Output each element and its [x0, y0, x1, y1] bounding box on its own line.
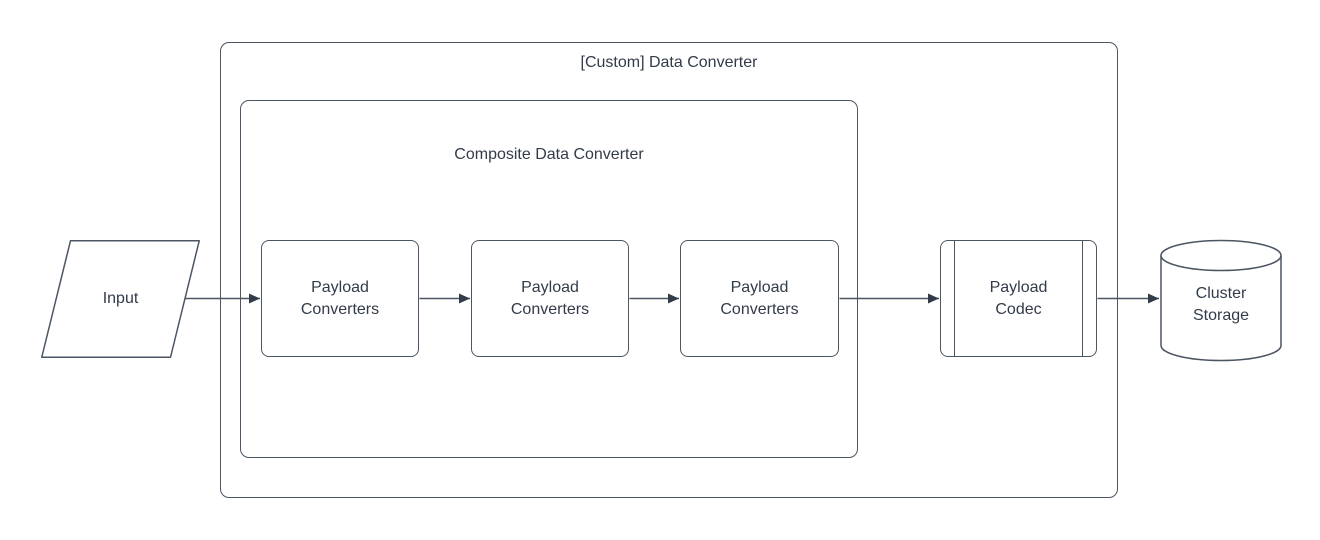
cylinder-shape [1160, 239, 1282, 362]
node-payload-converters-3: Payload Converters [680, 240, 839, 357]
node-payload-codec: Payload Codec [940, 240, 1097, 357]
node-input: Input [41, 240, 200, 358]
node-cluster-storage: Cluster Storage [1160, 239, 1282, 362]
node-payload-converters-1-label: Payload Converters [300, 278, 380, 318]
node-payload-codec-label: Payload Codec [989, 278, 1048, 318]
node-payload-converters-2: Payload Converters [471, 240, 629, 357]
custom-data-converter-container: [Custom] Data Converter [220, 42, 1118, 498]
node-payload-converters-2-label: Payload Converters [510, 278, 590, 318]
custom-data-converter-label: [Custom] Data Converter [580, 54, 758, 71]
codec-left-bar [954, 241, 955, 356]
node-payload-converters-1: Payload Converters [261, 240, 419, 357]
codec-right-bar [1082, 241, 1083, 356]
composite-data-converter-container: Composite Data Converter [240, 100, 858, 458]
composite-data-converter-label: Composite Data Converter [454, 146, 644, 163]
node-cluster-storage-label: Cluster Storage [1192, 284, 1250, 324]
node-input-label: Input [102, 290, 139, 307]
parallelogram-shape [41, 240, 200, 358]
node-payload-converters-3-label: Payload Converters [720, 278, 799, 318]
